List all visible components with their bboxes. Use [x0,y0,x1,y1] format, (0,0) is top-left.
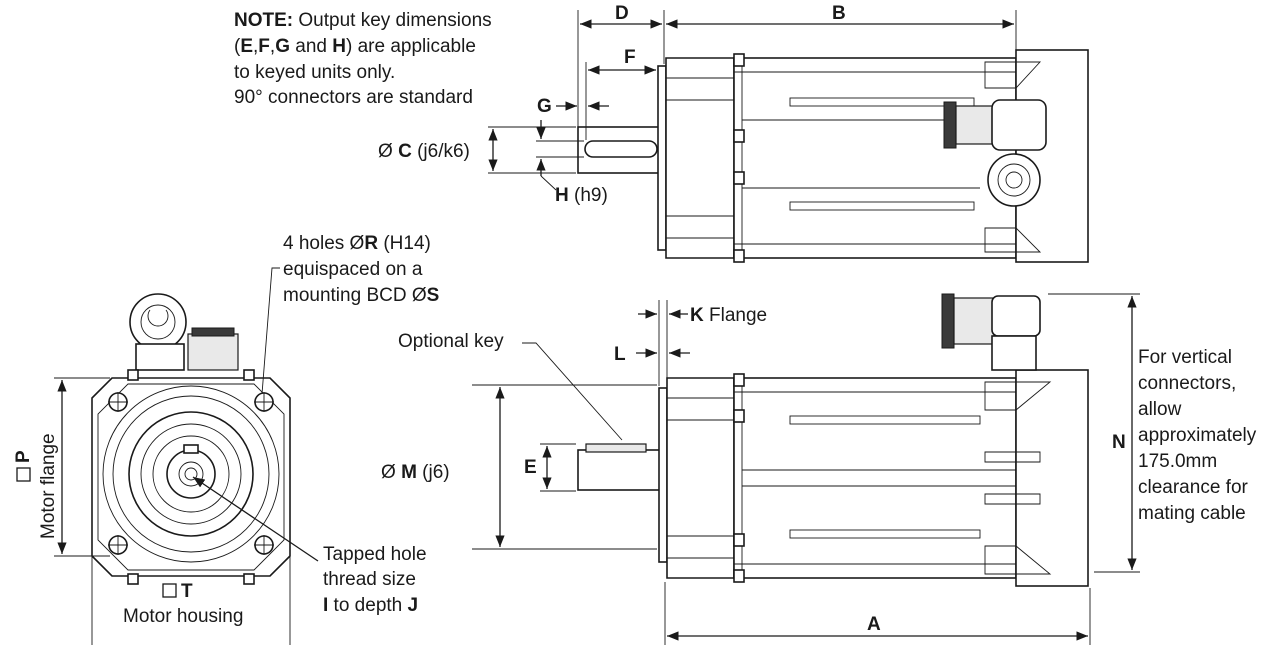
top-connector-housing [991,99,1047,151]
clearance-line-2: connectors, [1138,373,1236,394]
top-connector-body [955,105,997,145]
tapped-hole-line-2: thread size [323,569,416,590]
front-connector-block [187,333,239,371]
clearance-line-4: approximately [1138,425,1257,446]
note-line-3: to keyed units only. [234,62,395,83]
side-rear-cap [1015,369,1089,587]
motor-housing-label: Motor housing [123,606,243,627]
side-vertical-connector-body [953,297,995,345]
dim-k-label: K Flange [690,305,767,326]
note-line-1: NOTE: Output key dimensions [234,10,492,31]
dim-p-label: P [13,450,34,463]
top-connector-round [987,153,1041,207]
dim-n-label: N [1112,432,1126,453]
side-motor-body [733,377,1017,579]
top-view [577,49,1089,263]
dim-e-label: E [524,457,537,478]
holes-leader [261,267,280,395]
side-front-housing [666,377,735,579]
clearance-note: For vertical connectors, allow approxima… [1138,347,1257,524]
dim-c-label: Ø C (j6/k6) [378,141,470,162]
clearance-line-6: clearance for [1138,477,1249,498]
top-view-dimensions: D B F G Ø C (j6/k6) H (h9) [378,3,1017,206]
side-vertical-connector-plug [941,293,955,349]
front-view [91,293,291,585]
dim-f-label: F [624,47,636,68]
holes-label-line-2: equispaced on a [283,259,423,280]
top-connector-plug [943,101,957,149]
tapped-hole-leader [192,476,319,562]
top-motor-body [733,57,1017,259]
clearance-line-3: allow [1138,399,1182,420]
tapped-hole-line-1: Tapped hole [323,544,427,565]
dim-d-label: D [615,3,629,24]
front-shaft [166,449,216,499]
square-symbol-t [162,583,177,598]
square-symbol-p [16,467,31,482]
side-view-dimensions: K Flange L Optional key Ø M (j6) E A N F… [381,293,1257,645]
holes-label-line-1: 4 holes ØR (H14) [283,233,431,254]
optional-key-leader [522,342,623,441]
top-shaft-keyway [584,140,658,158]
note-block: NOTE: Output key dimensions (E,F,G and H… [234,10,492,108]
motor-flange-label: Motor flange [38,433,59,539]
note-line-4: 90° connectors are standard [234,87,473,108]
holes-label-line-3: mounting BCD ØS [283,285,439,306]
side-flange-plate [658,387,668,563]
top-rear-cap [1015,49,1089,263]
side-optional-key [585,443,647,453]
dim-g-label: G [537,96,552,117]
top-flange-plate [657,65,667,251]
note-line-2: (E,F,G and H) are applicable [234,36,476,57]
side-view [577,293,1089,587]
optional-key-label: Optional key [398,331,504,352]
dim-h-label: H (h9) [555,185,608,206]
dim-l-label: L [614,344,626,365]
top-front-housing [665,57,735,259]
side-vertical-connector-base [991,335,1037,371]
dim-b-label: B [832,3,846,24]
clearance-line-7: mating cable [1138,503,1246,524]
clearance-line-5: 175.0mm [1138,451,1217,472]
front-view-dimensions: 4 holes ØR (H14) equispaced on a mountin… [13,233,439,645]
dim-m-label: Ø M (j6) [381,462,450,483]
dim-t-label: T [181,581,193,602]
side-shaft [577,449,661,491]
dim-a-label: A [867,614,881,635]
front-connector-base [135,343,185,371]
clearance-line-1: For vertical [1138,347,1232,368]
tapped-hole-line-3: I to depth J [323,595,418,616]
side-vertical-connector-housing [991,295,1041,337]
front-connector-round [129,293,187,351]
